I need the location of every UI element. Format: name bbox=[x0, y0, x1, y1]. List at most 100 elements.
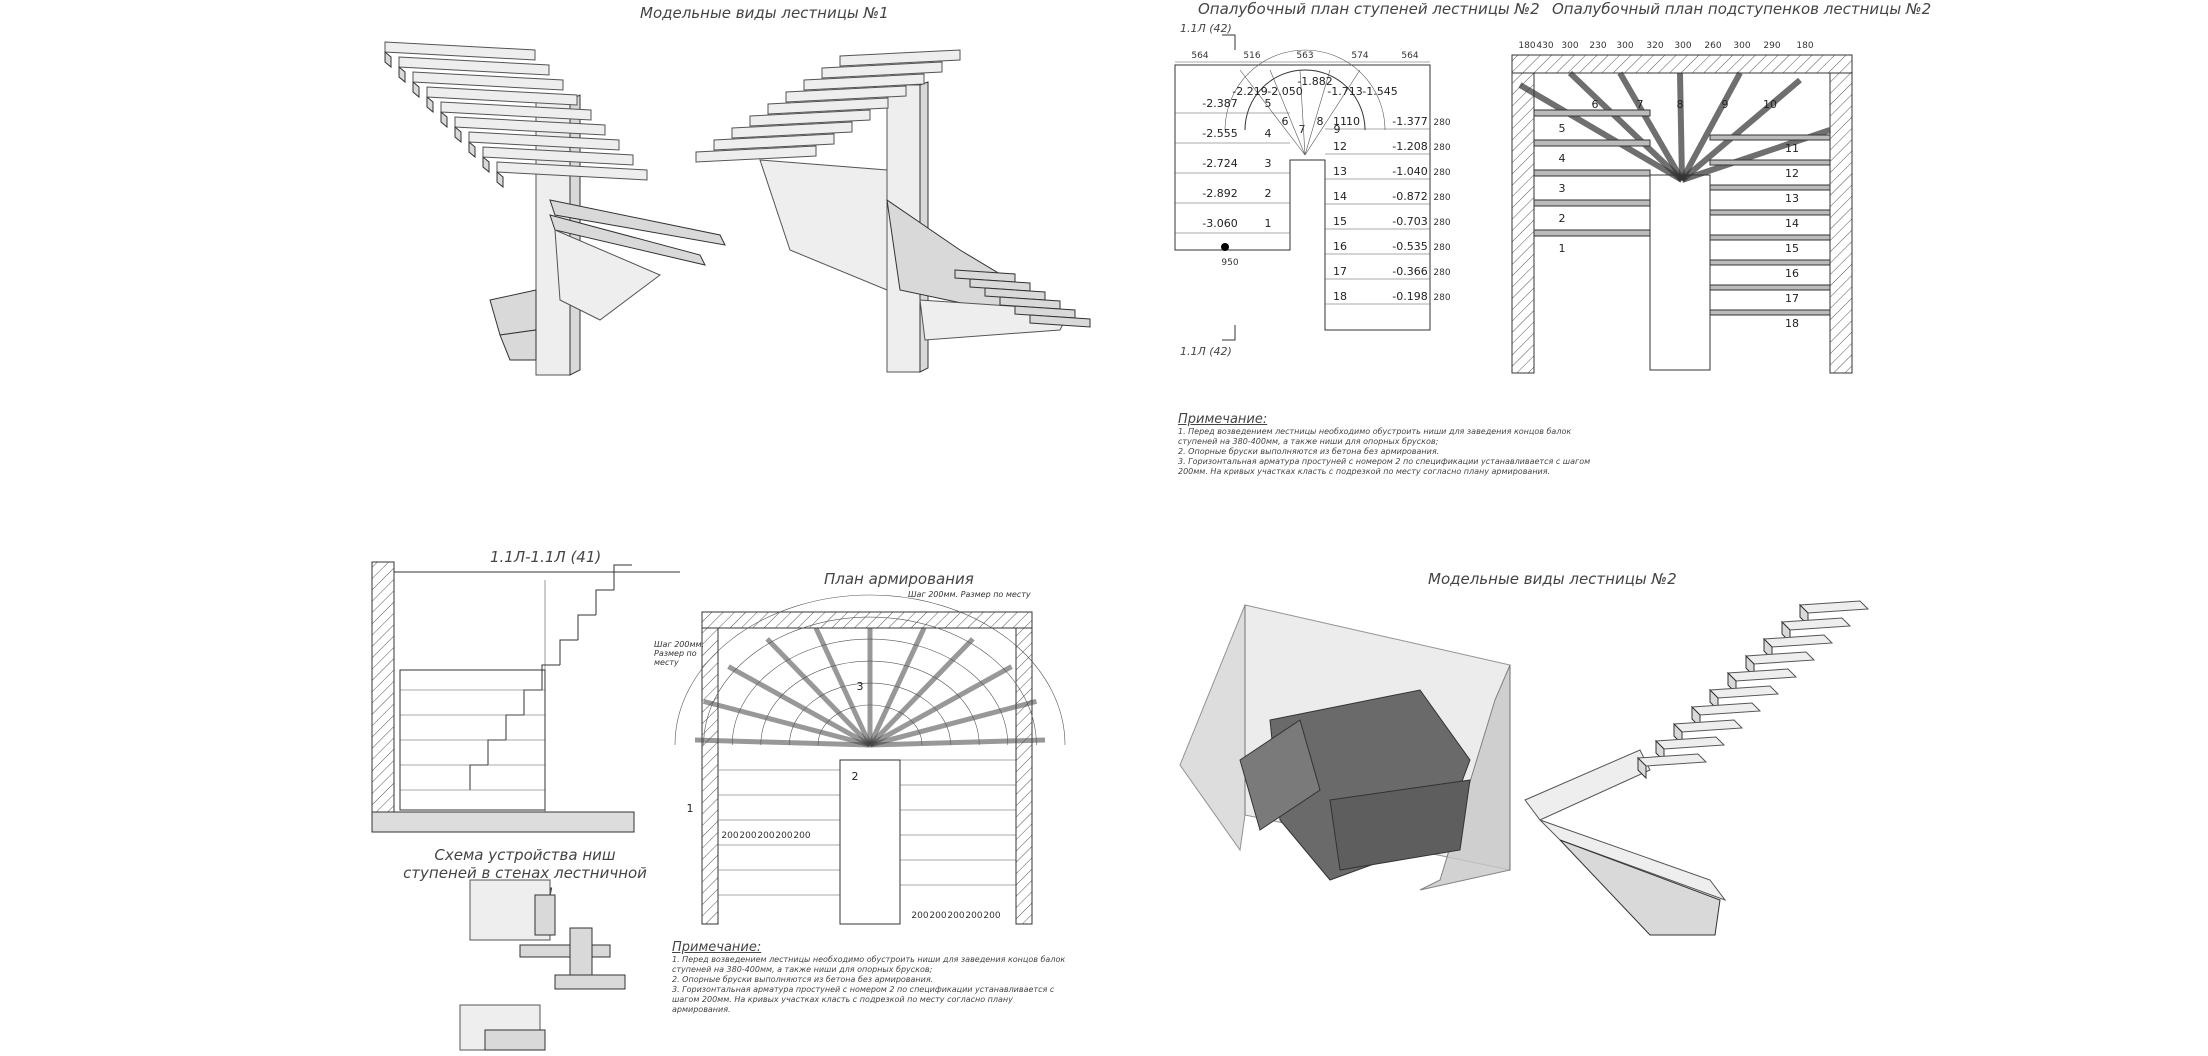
reinf-left-dim-1: 200 bbox=[739, 831, 756, 841]
riser-bar bbox=[1709, 159, 1831, 166]
section-step bbox=[469, 764, 488, 790]
reinforcement-ray bbox=[868, 637, 975, 747]
notes-bottom-line-2: 2. Опорные бруски выполняются из бетона … bbox=[672, 975, 934, 984]
right-step-num-12: 12 bbox=[1333, 140, 1347, 153]
section-step bbox=[523, 689, 542, 715]
riser-bar bbox=[1709, 234, 1831, 241]
right-step-elev-14: -0.872 bbox=[1392, 190, 1427, 203]
stair-step-side bbox=[440, 110, 448, 129]
riser-left-num-4: 4 bbox=[1559, 152, 1566, 165]
stair-step bbox=[1029, 314, 1091, 328]
reinf-marker-1: 1 bbox=[687, 802, 694, 815]
section-step bbox=[559, 639, 578, 665]
riser-bar bbox=[1533, 229, 1651, 237]
riser-top-dim-8: 300 bbox=[1733, 41, 1750, 51]
reinf-bottom-dim-4: 200 bbox=[983, 911, 1000, 921]
stair-step bbox=[785, 85, 907, 103]
stair-model-2-open bbox=[1524, 749, 1727, 936]
right-step-elev-12: -1.208 bbox=[1392, 140, 1427, 153]
top-dim-3: 574 bbox=[1351, 51, 1368, 61]
stair-step bbox=[1780, 617, 1852, 631]
reinforcement-ray bbox=[694, 737, 871, 748]
riser-right-num-16: 16 bbox=[1785, 267, 1799, 280]
top-dim-1: 516 bbox=[1243, 51, 1260, 61]
notes-top-head: Примечание: bbox=[1178, 412, 1268, 427]
stair-step-side bbox=[1763, 637, 1773, 661]
start-point-marker bbox=[1221, 243, 1229, 251]
stair-step bbox=[454, 116, 606, 136]
notes-top: Примечание: 1. Перед возведением лестниц… bbox=[1178, 412, 1598, 477]
right-step-num-18: 18 bbox=[1333, 290, 1347, 303]
riser-bar bbox=[1709, 309, 1831, 316]
stair-model-1-left bbox=[489, 94, 726, 376]
fan-step-edge bbox=[1304, 69, 1361, 156]
fan-step-num-7: 7 bbox=[1299, 123, 1306, 136]
section-step bbox=[541, 664, 560, 690]
riser-top-dim-9: 290 bbox=[1763, 41, 1780, 51]
stair-step bbox=[713, 133, 835, 151]
riser-bar bbox=[1533, 139, 1651, 147]
fan-step-elev-3: -1.713 bbox=[1327, 85, 1362, 98]
reinf-marker-3: 3 bbox=[857, 680, 864, 693]
riser-left-num-1: 1 bbox=[1559, 242, 1566, 255]
stair-step-side bbox=[1709, 688, 1719, 712]
stair-step-side bbox=[1637, 756, 1647, 780]
stair-step-side bbox=[1673, 722, 1683, 746]
reinforcement-arc bbox=[760, 660, 980, 746]
riser-left-num-5: 5 bbox=[1559, 122, 1566, 135]
left-step-num-3: 3 bbox=[1265, 157, 1272, 170]
fan-step-elev-0: -2.219 bbox=[1232, 85, 1267, 98]
stair-step bbox=[1690, 702, 1762, 716]
stair-step bbox=[731, 121, 853, 139]
fan-step-num-9: 9 bbox=[1334, 123, 1341, 136]
left-step-elev-2: -2.892 bbox=[1202, 187, 1237, 200]
top-dim-2: 563 bbox=[1296, 51, 1313, 61]
fan-step-elev-2: -1.882 bbox=[1297, 75, 1332, 88]
right-step-num-13: 13 bbox=[1333, 165, 1347, 178]
riser-bar bbox=[1709, 259, 1831, 266]
riser-bar bbox=[1533, 109, 1651, 117]
left-step-num-5: 5 bbox=[1265, 97, 1272, 110]
title-section: 1.1Л-1.1Л (41) bbox=[490, 548, 602, 566]
fan-step-elev-4: -1.545 bbox=[1362, 85, 1397, 98]
section-step bbox=[505, 714, 524, 740]
left-step-elev-1: -3.060 bbox=[1202, 217, 1237, 230]
notes-bottom-head: Примечание: bbox=[672, 940, 762, 955]
reinf-marker-2: 2 bbox=[852, 770, 859, 783]
stair-step-side bbox=[496, 170, 504, 189]
reinforcement-arc bbox=[674, 594, 1066, 746]
stair-step bbox=[440, 101, 592, 121]
stair-model-2-enclosed bbox=[1179, 604, 1511, 891]
fan-step-edge bbox=[1299, 69, 1306, 156]
stair-step bbox=[1672, 719, 1744, 733]
riser-top-dim-10: 180 bbox=[1796, 41, 1813, 51]
right-step-dim-17: 280 bbox=[1433, 268, 1450, 278]
riser-fan-num-6: 6 bbox=[1592, 98, 1599, 111]
left-step-num-2: 2 bbox=[1265, 187, 1272, 200]
reinforcement-ray bbox=[765, 637, 872, 747]
left-step-elev-5: -2.387 bbox=[1202, 97, 1237, 110]
right-step-elev-17: -0.366 bbox=[1392, 265, 1427, 278]
right-step-num-16: 16 bbox=[1333, 240, 1347, 253]
reinforcement-arc bbox=[789, 682, 951, 746]
stair-step-side bbox=[398, 65, 406, 84]
riser-top-dim-5: 320 bbox=[1646, 41, 1663, 51]
reinforcement-note-left: Шаг 200мм. Размер по месту bbox=[654, 640, 705, 667]
right-step-num-14: 14 bbox=[1333, 190, 1347, 203]
reinforcement-ray bbox=[813, 626, 873, 747]
reinforcement-note-top: Шаг 200мм. Размер по месту bbox=[908, 590, 1031, 599]
riser-right-num-12: 12 bbox=[1785, 167, 1799, 180]
riser-fan-num-9: 9 bbox=[1722, 98, 1729, 111]
riser-top-dim-0: 180 bbox=[1518, 41, 1535, 51]
reinf-left-dim-2: 200 bbox=[757, 831, 774, 841]
reinforcement-ray bbox=[702, 698, 871, 748]
riser-right-num-14: 14 bbox=[1785, 217, 1799, 230]
riser-left-num-2: 2 bbox=[1559, 212, 1566, 225]
title-model-views-2: Модельные виды лестницы №2 bbox=[1428, 570, 1677, 588]
section-mark-bottom: 1.1Л (42) bbox=[1180, 345, 1232, 358]
stair-step bbox=[468, 131, 620, 151]
stair-step-side bbox=[1655, 739, 1665, 763]
